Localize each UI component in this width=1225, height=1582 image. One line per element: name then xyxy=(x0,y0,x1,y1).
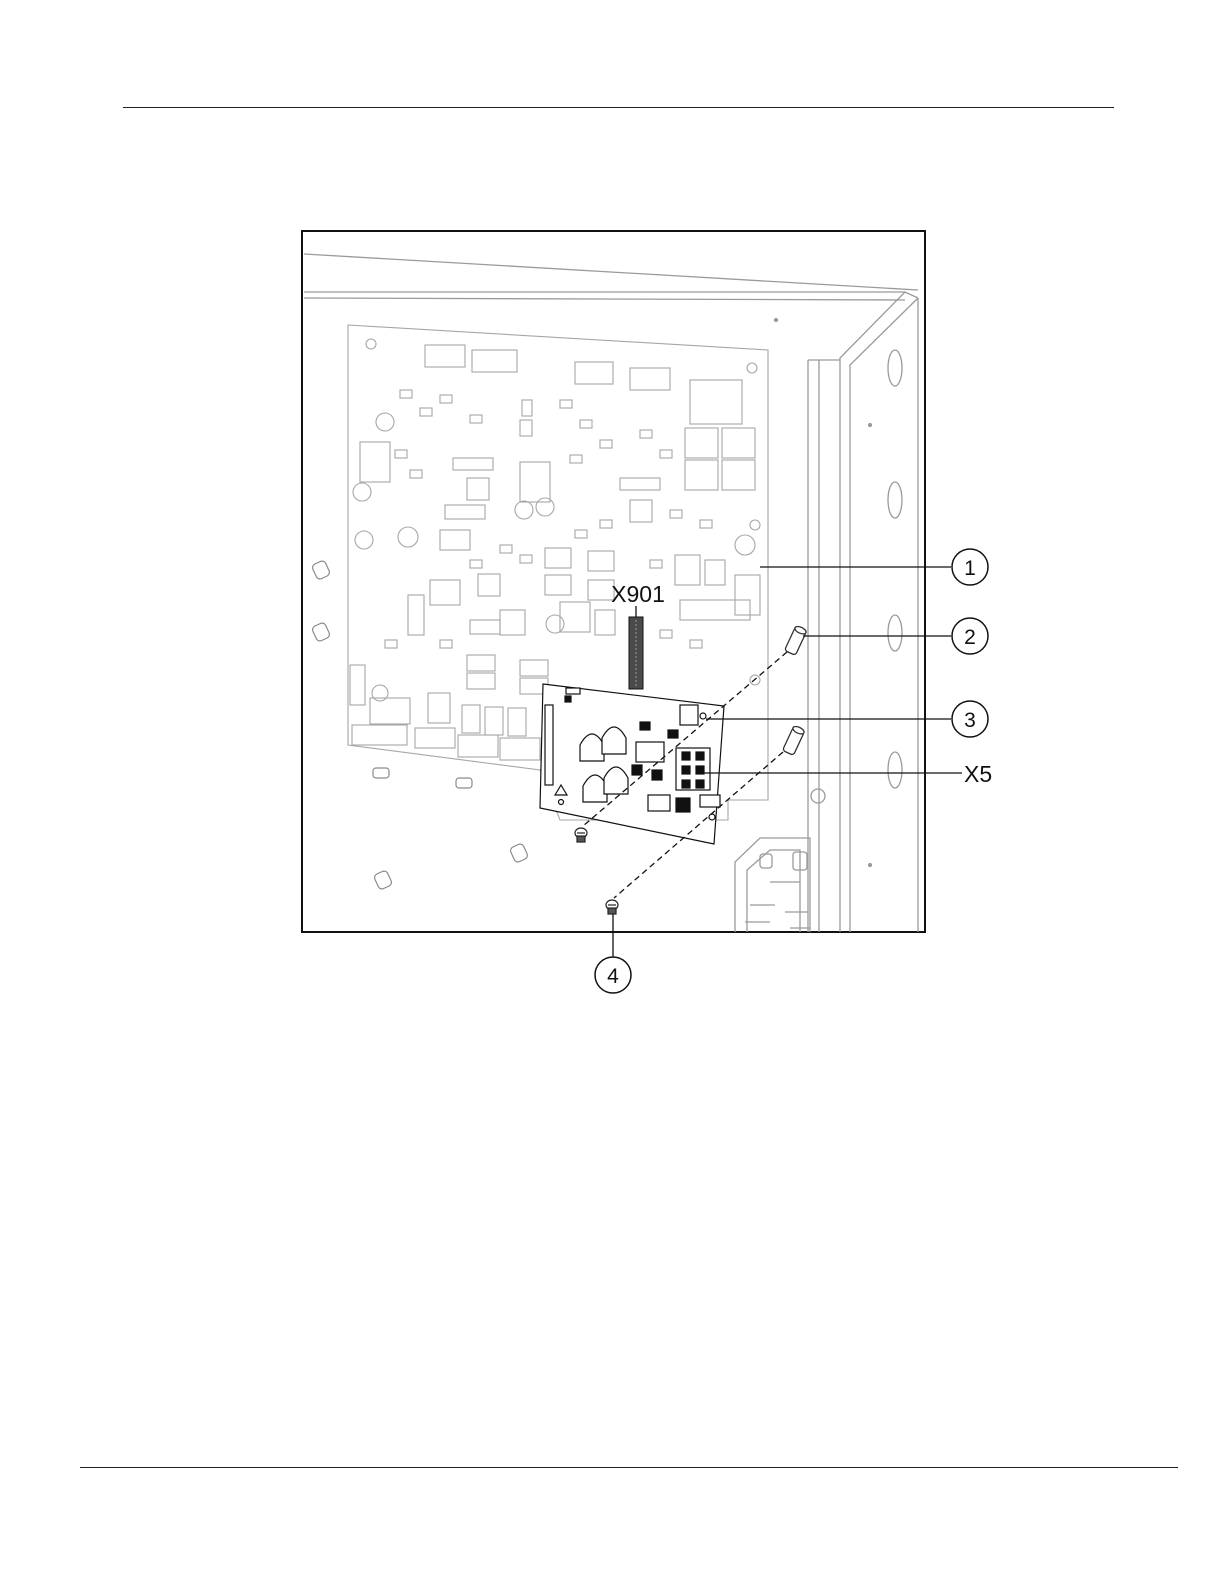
x901-label: X901 xyxy=(611,581,665,607)
x901-header xyxy=(629,617,643,689)
callout-3: 3 xyxy=(952,701,988,737)
callout-3-number: 3 xyxy=(964,709,976,732)
x5-label: X5 xyxy=(964,761,992,787)
callout-1-number: 1 xyxy=(964,557,976,580)
callout-4-number: 4 xyxy=(607,965,619,988)
callout-2: 2 xyxy=(952,618,988,654)
callout-1: 1 xyxy=(952,549,988,585)
callout-2-number: 2 xyxy=(964,626,976,649)
callout-4: 4 xyxy=(595,957,631,993)
